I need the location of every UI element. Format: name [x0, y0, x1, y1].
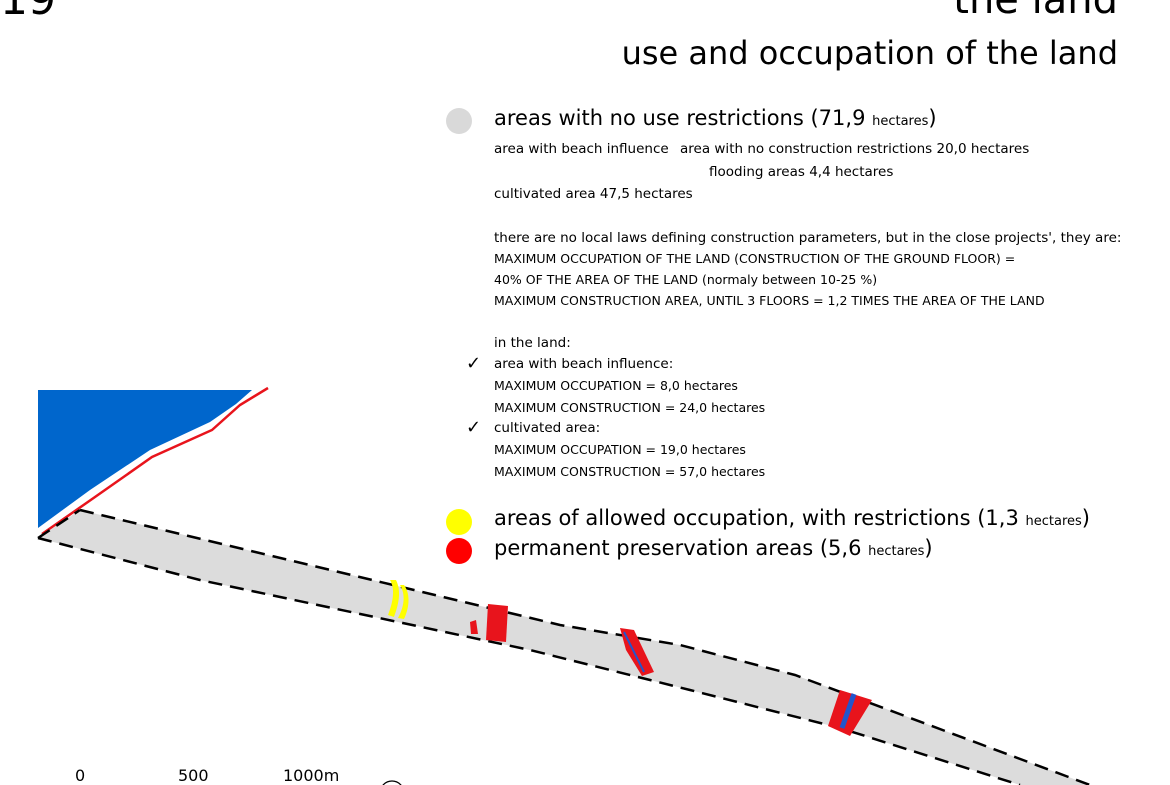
preservation-legend-dot — [446, 538, 472, 564]
beach-item-text: area with beach influence: — [494, 356, 674, 372]
max-construction-line: MAXIMUM CONSTRUCTION AREA, UNTIL 3 FLOOR… — [494, 293, 1045, 308]
allowed-occupation-area — [388, 580, 409, 619]
max-occupation-line2: 40% OF THE AREA OF THE LAND (normaly bet… — [494, 272, 878, 287]
coastline — [41, 386, 269, 536]
stream-2 — [623, 631, 645, 673]
beach-influence-text: area with beach influence — [494, 141, 669, 157]
preservation-area-1 — [486, 604, 508, 642]
cultivated-construction-text: MAXIMUM CONSTRUCTION = 57,0 hectares — [494, 464, 766, 479]
in-land-text: in the land: — [494, 335, 571, 351]
page-title: the land — [953, 0, 1118, 23]
cultivated-item-text: cultivated area: — [494, 420, 601, 436]
scale-label-500: 500 — [178, 766, 209, 785]
parcel-boundary-west — [37, 508, 81, 540]
scale-label-0: 0 — [75, 766, 86, 785]
sea-area — [38, 390, 252, 528]
preservation-area-3 — [828, 690, 872, 736]
no-restriction-legend-dot — [446, 108, 472, 134]
check-icon: ✓ — [466, 353, 482, 374]
page-number: 19 — [0, 0, 56, 22]
allowed-legend-dot — [446, 509, 472, 535]
no-restriction-legend-label: areas with no use restrictions (71,9 hec… — [494, 106, 937, 130]
parcel-boundary-south — [37, 536, 1021, 785]
beach-occupation-text: MAXIMUM OCCUPATION = 8,0 hectares — [494, 378, 738, 393]
max-occupation-line1: MAXIMUM OCCUPATION OF THE LAND (CONSTRUC… — [494, 251, 1016, 266]
parcel-boundary-north — [79, 508, 1091, 785]
scale-label-1000m: 1000m — [283, 766, 340, 785]
check-icon: ✓ — [466, 417, 482, 438]
no-construction-text: area with no construction restrictions 2… — [680, 141, 1030, 157]
flooding-text: flooding areas 4,4 hectares — [709, 164, 894, 180]
laws-intro-text: there are no local laws defining constru… — [494, 230, 1122, 246]
north-arrow-icon — [382, 780, 402, 785]
cultivated-occupation-text: MAXIMUM OCCUPATION = 19,0 hectares — [494, 442, 746, 457]
preservation-area-1b — [470, 620, 478, 634]
allowed-legend-label: areas of allowed occupation, with restri… — [494, 506, 1090, 530]
beach-construction-text: MAXIMUM CONSTRUCTION = 24,0 hectares — [494, 400, 766, 415]
cultivated-text: cultivated area 47,5 hectares — [494, 186, 693, 202]
page-subtitle: use and occupation of the land — [621, 34, 1118, 72]
preservation-legend-label: permanent preservation areas (5,6 hectar… — [494, 536, 933, 560]
land-parcel — [38, 510, 1090, 785]
stream-3 — [839, 693, 857, 729]
